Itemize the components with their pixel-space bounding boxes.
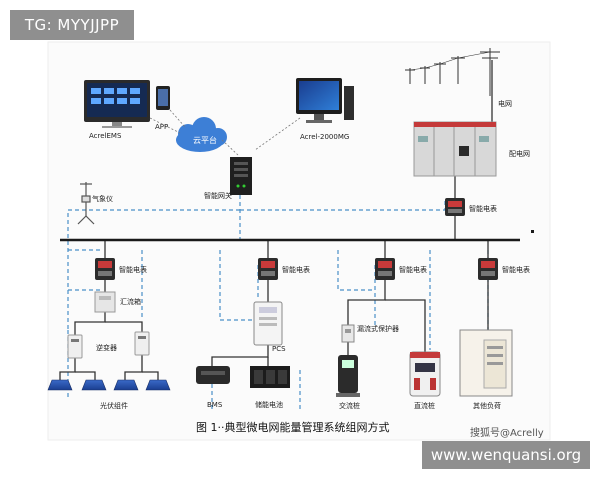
source-credit: 搜狐号@Acrelly bbox=[470, 426, 544, 439]
meter4-label: 智能电表 bbox=[502, 265, 530, 274]
bottom-watermark: www.wenquansi.org bbox=[422, 441, 590, 469]
gateway-icon bbox=[230, 157, 252, 195]
bms-label: BMS bbox=[207, 401, 223, 409]
phone-icon bbox=[156, 86, 170, 110]
distribution-label: 配电网 bbox=[509, 149, 530, 158]
load-panel-icon bbox=[459, 329, 513, 397]
meter2-label: 智能电表 bbox=[282, 265, 310, 274]
app-label: APP bbox=[155, 123, 168, 131]
protector-label: 漏流式保护器 bbox=[357, 324, 399, 333]
pcs-label: PCS bbox=[272, 345, 286, 353]
ac-pile-label: 交流桩 bbox=[339, 401, 360, 410]
meter-main-icon bbox=[445, 198, 465, 216]
inverter-right-icon bbox=[134, 331, 150, 356]
pv-label: 光伏组件 bbox=[100, 401, 128, 410]
cloud-icon bbox=[176, 117, 227, 152]
other-load-label: 其他负荷 bbox=[473, 401, 501, 410]
pcs-icon bbox=[253, 301, 283, 346]
acrel2000-pc-icon bbox=[296, 78, 354, 123]
acrel2000-label: Acrel-2000MG bbox=[300, 133, 349, 141]
figure-caption: 图 1··典型微电网能量管理系统组网方式 bbox=[196, 420, 390, 434]
weather-label: 气象仪 bbox=[92, 194, 113, 203]
meter2-icon bbox=[258, 258, 278, 280]
meter1-icon bbox=[95, 258, 115, 280]
acrelems-monitor bbox=[84, 80, 150, 128]
cloud-links bbox=[149, 109, 301, 156]
meter1-label: 智能电表 bbox=[119, 265, 147, 274]
power-poles-icon bbox=[405, 48, 500, 96]
inverter-left-icon bbox=[67, 334, 83, 359]
ac-pile-icon bbox=[336, 355, 360, 397]
battery-label: 储能电池 bbox=[255, 400, 283, 409]
bus-end-marker bbox=[531, 230, 534, 233]
combiner-label: 汇流箱 bbox=[120, 297, 141, 306]
dc-pile-label: 直流桩 bbox=[414, 401, 435, 410]
meter3-label: 智能电表 bbox=[399, 265, 427, 274]
meter4-icon bbox=[478, 258, 498, 280]
distribution-cabinet-icon bbox=[413, 121, 497, 177]
meter3-icon bbox=[375, 258, 395, 280]
cloud-label: 云平台 bbox=[193, 135, 217, 145]
acrelems-label: AcrelEMS bbox=[89, 132, 122, 140]
pv-panels-icon bbox=[47, 379, 171, 391]
inverter-label: 逆变器 bbox=[96, 343, 117, 352]
top-watermark: TG: MYYJJPP bbox=[10, 10, 134, 40]
combiner-box-icon bbox=[94, 291, 116, 313]
weather-station-icon bbox=[77, 182, 95, 225]
grid-label: 电网 bbox=[498, 99, 512, 108]
gateway-label: 智能网关 bbox=[204, 191, 232, 200]
meter-main-label: 智能电表 bbox=[469, 204, 497, 213]
protector-icon bbox=[341, 324, 355, 343]
dc-pile-icon bbox=[409, 351, 441, 397]
power-cables bbox=[59, 60, 493, 380]
battery-icon bbox=[250, 366, 290, 388]
bms-icon bbox=[196, 366, 230, 384]
